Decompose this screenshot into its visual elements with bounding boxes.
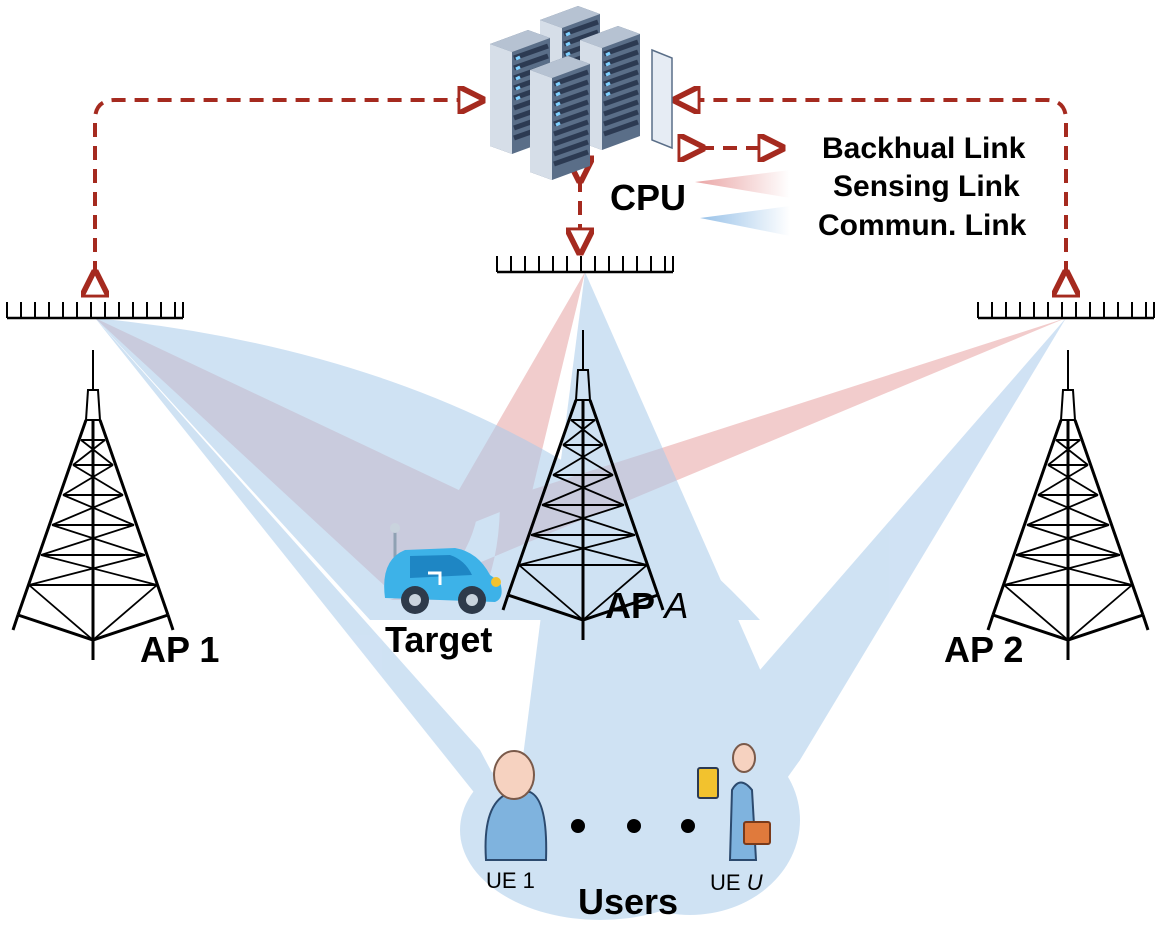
ap1-antenna-array <box>5 300 185 320</box>
cpu-label: CPU <box>610 177 686 218</box>
target-car-icon <box>384 523 502 614</box>
target-label: Target <box>385 619 492 660</box>
ap1-tower-icon <box>11 348 175 662</box>
apA-antenna-array <box>495 254 675 274</box>
backhaul-links <box>95 100 1066 275</box>
cpu-server-icon <box>490 6 673 180</box>
ap1-label: AP 1 <box>140 629 219 670</box>
ueU-person-icon <box>697 743 771 861</box>
backhaul-ap1 <box>95 100 480 275</box>
legend-sensing-swatch <box>695 170 790 198</box>
ueU-label: UE U <box>710 870 763 895</box>
communication-beams <box>95 272 1066 920</box>
legend-backhaul-label: Backhual Link <box>822 132 1026 165</box>
ap2-antenna-array <box>976 300 1156 320</box>
users-label: Users <box>578 881 678 922</box>
legend-sensing-label: Sensing Link <box>833 170 1020 203</box>
legend-commun-label: Commun. Link <box>818 209 1027 242</box>
ue1-person-icon <box>484 750 548 861</box>
legend-commun-swatch <box>700 206 790 236</box>
ap2-label: AP 2 <box>944 629 1023 670</box>
backhaul-ap2 <box>678 100 1066 275</box>
apA-label: AP A <box>605 585 688 626</box>
more-users-ellipsis <box>571 819 695 833</box>
ue1-label: UE 1 <box>486 868 535 893</box>
legend: Backhual Link Sensing Link Commun. Link <box>695 132 1027 242</box>
